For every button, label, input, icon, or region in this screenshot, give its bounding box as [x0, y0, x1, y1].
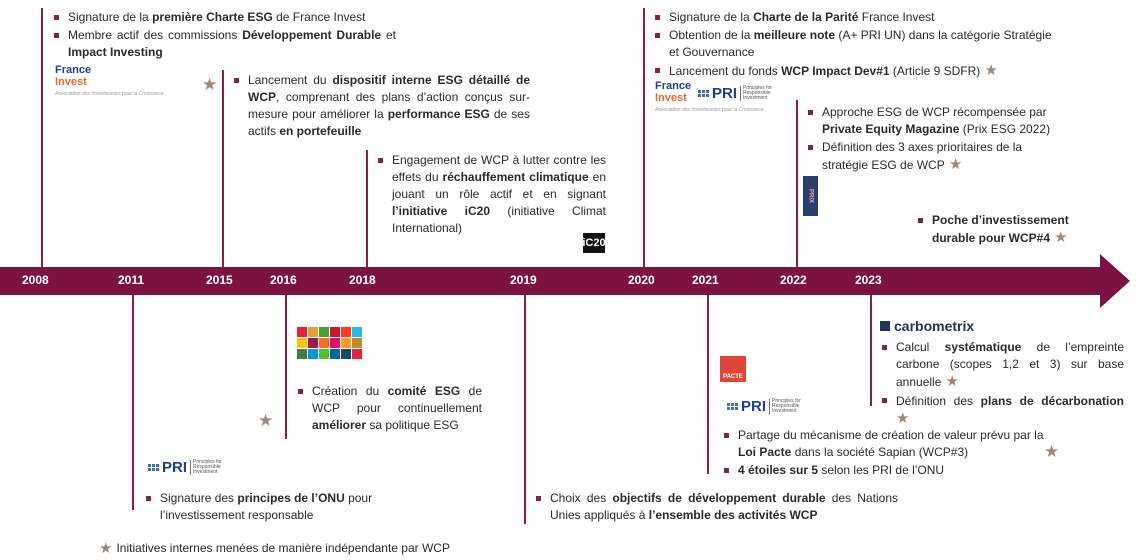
block-2019: Choix des objectifs de développement dur… — [534, 490, 898, 525]
block-2015: Lancement du dispositif interne ESG déta… — [232, 72, 530, 141]
pri-logo-2021: PRI Principles for Responsible Investmen… — [727, 398, 812, 415]
bullet-item: Lancement du dispositif interne ESG déta… — [232, 72, 530, 140]
sdg-icon — [297, 349, 307, 359]
bullet-item: Obtention de la meilleure note (A+ PRI U… — [653, 27, 1053, 61]
connector-2021 — [707, 294, 709, 474]
connector-2016 — [285, 294, 287, 439]
bullet-item: Signature de la Charte de la Parité Fran… — [653, 9, 1053, 26]
connector-2022 — [796, 100, 798, 268]
sdg-icon — [308, 349, 318, 359]
connector-2020 — [643, 8, 645, 268]
block-2021: Partage du mécanisme de création de vale… — [722, 427, 1062, 480]
carbometrix-icon — [880, 321, 890, 331]
sdg-icon — [352, 349, 362, 359]
bullet-item: Membre actif des commissions Développeme… — [52, 27, 396, 61]
block-2022: Approche ESG de WCP récompensée par Priv… — [806, 104, 1066, 175]
prix-esg-logo: PRIX — [803, 176, 818, 216]
star-icon: ★ — [1044, 442, 1060, 461]
bullet-item: Engagement de WCP à lutter contre les ef… — [376, 152, 606, 237]
legend: ★ Initiatives internes menées de manière… — [99, 539, 450, 557]
year-label: 2022 — [780, 273, 807, 287]
sdg-icon — [352, 338, 362, 348]
star-icon: ★ — [258, 411, 274, 430]
bullet-item: Création du comité ESG de WCP pour conti… — [296, 383, 482, 434]
sdg-icon — [308, 327, 318, 337]
star-icon: ★ — [944, 156, 963, 173]
legend-text: Initiatives internes menées de manière i… — [116, 541, 450, 555]
year-label: 2019 — [510, 273, 537, 287]
sdg-icon — [330, 338, 340, 348]
sdg-icon — [319, 327, 329, 337]
block-2018: Engagement de WCP à lutter contre les ef… — [376, 152, 606, 238]
pri-logo-2011: PRI Principles for Responsible Investmen… — [148, 459, 233, 476]
year-label: 2011 — [118, 273, 145, 287]
connector-2018 — [366, 150, 368, 268]
sdg-icon — [352, 327, 362, 337]
pri-logo-2020: PRI Principles for Responsible Investmen… — [698, 85, 783, 102]
connector-2019 — [524, 294, 526, 524]
star-icon: ★ — [1050, 229, 1068, 246]
bullet-item: Signature de la première Charte ESG de F… — [52, 9, 396, 26]
block-2016: Création du comité ESG de WCP pour conti… — [296, 383, 482, 435]
sdg-icon — [297, 327, 307, 337]
sdg-icon — [330, 349, 340, 359]
connector-2011 — [132, 294, 134, 510]
pri-icon — [148, 464, 159, 471]
connector-2008 — [41, 8, 43, 268]
sdg-icon — [330, 327, 340, 337]
pri-icon — [727, 403, 738, 410]
year-label: 2008 — [22, 273, 49, 287]
block-2020: Signature de la Charte de la Parité Fran… — [653, 9, 1053, 81]
carbometrix-logo: carbometrix — [880, 318, 974, 334]
bullet-item: Signature des principes de l’ONU pour l’… — [144, 490, 384, 524]
block-2011: Signature des principes de l’ONU pour l’… — [144, 490, 384, 525]
star-icon: ★ — [980, 62, 998, 79]
ic20-logo: iC20 — [582, 233, 606, 253]
year-label: 2015 — [206, 273, 233, 287]
bullet-item: Approche ESG de WCP récompensée par Priv… — [806, 104, 1066, 138]
sdg-icons-grid — [297, 327, 362, 359]
timeline-arrowhead — [1100, 254, 1130, 308]
sdg-icon — [341, 327, 351, 337]
bullet-item: Définition des plans de décarbonation ★ — [880, 392, 1124, 428]
year-label: 2021 — [692, 273, 719, 287]
star-icon: ★ — [896, 410, 910, 427]
year-label: 2020 — [628, 273, 655, 287]
bullet-item: Choix des objectifs de développement dur… — [534, 490, 898, 524]
bullet-item: Lancement du fonds WCP Impact Dev#1 (Art… — [653, 62, 1053, 80]
year-label: 2016 — [270, 273, 297, 287]
star-icon: ★ — [99, 540, 113, 557]
year-label: 2018 — [349, 273, 376, 287]
sdg-icon — [308, 338, 318, 348]
sdg-icon — [319, 349, 329, 359]
pri-icon — [698, 90, 709, 97]
star-icon: ★ — [202, 75, 218, 94]
block-2008: Signature de la première Charte ESG de F… — [52, 9, 396, 62]
connector-2015 — [222, 70, 224, 268]
sdg-icon — [341, 338, 351, 348]
bullet-item: Calcul systématique de l’empreinte carbo… — [880, 339, 1124, 391]
bullet-item: Définition des 3 axes prioritaires de la… — [806, 139, 1066, 174]
pacte-logo: PACTE — [720, 356, 746, 382]
block-2023-top: Poche d’investissement durable pour WCP#… — [916, 212, 1096, 248]
year-label: 2023 — [855, 273, 882, 287]
connector-2023 — [870, 294, 872, 406]
block-2023-bottom: Calcul systématique de l’empreinte carbo… — [880, 339, 1124, 429]
bullet-item: Poche d’investissement durable pour WCP#… — [916, 212, 1096, 247]
star-icon: ★ — [941, 373, 959, 390]
sdg-icon — [297, 338, 307, 348]
sdg-icon — [341, 349, 351, 359]
timeline-axis — [0, 267, 1102, 295]
bullet-item: Partage du mécanisme de création de vale… — [722, 427, 1062, 461]
sdg-icon — [319, 338, 329, 348]
bullet-item: 4 étoiles sur 5 selon les PRI de l’ONU — [722, 462, 1062, 479]
